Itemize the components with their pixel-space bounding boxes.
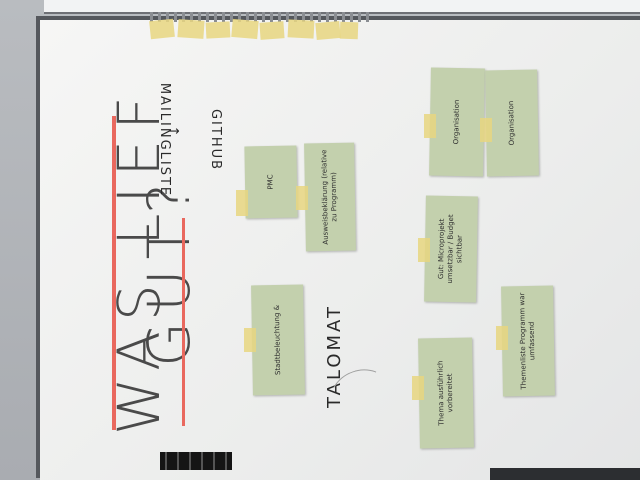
paper-spiral-binding xyxy=(150,12,370,22)
tape-strip xyxy=(259,21,285,40)
underline-2 xyxy=(182,218,185,426)
tape-strip xyxy=(315,20,341,41)
tape-strip xyxy=(287,19,315,39)
sticky-note: Themenliste Programm war umfassend xyxy=(501,285,555,397)
sticky-note-text: Ausweisbeklärung (relative zu Programm) xyxy=(320,149,339,245)
side-note-arrow: ↓ xyxy=(168,123,183,137)
tape-strip xyxy=(339,21,359,40)
tape-strip xyxy=(149,18,175,40)
tape-strip xyxy=(296,186,308,210)
tape-strip xyxy=(205,21,231,39)
side-note-mailinglist: MAILINGLISTE xyxy=(157,82,172,198)
sticky-note-text: Organisation xyxy=(507,100,516,146)
tape-strip xyxy=(480,118,492,142)
tape-strip xyxy=(244,328,256,352)
sticky-note-text: Organisation xyxy=(452,99,461,145)
tape-strip xyxy=(412,376,424,400)
tape-strip xyxy=(231,18,259,40)
tape-strip xyxy=(418,238,430,262)
sticky-note: Organisation xyxy=(485,69,539,177)
tape-strip xyxy=(424,114,436,138)
binder-clips xyxy=(160,452,232,470)
sticky-note: Thema ausführlich vorbereitet xyxy=(418,337,474,449)
tape-strip xyxy=(236,190,248,216)
tape-strip xyxy=(496,326,508,350)
sticky-note: Gut: Microprojekt umsetzbar / Budget sic… xyxy=(424,195,478,303)
sticky-note: Organisation xyxy=(429,67,485,177)
sticky-note-text: Gut: Microprojekt umsetzbar / Budget sic… xyxy=(436,214,464,284)
tape-strip xyxy=(177,19,205,39)
sticky-note: Ausweisbeklärung (relative zu Programm) xyxy=(304,142,356,252)
sticky-note-text: PMC xyxy=(266,174,275,190)
sticky-note-text: Stadtbeleuchtung & xyxy=(272,304,283,376)
sticky-note: Stadtbeleuchtung & xyxy=(251,284,305,396)
sticky-note-text: Thema ausführlich vorbereitet xyxy=(436,360,455,426)
underline-1 xyxy=(112,116,116,430)
board-shadow xyxy=(490,468,640,480)
side-note-github: GITHUB xyxy=(208,108,223,172)
sticky-note: PMC xyxy=(244,145,298,219)
sticky-note-text: Themenliste Programm war umfassend xyxy=(518,292,537,390)
